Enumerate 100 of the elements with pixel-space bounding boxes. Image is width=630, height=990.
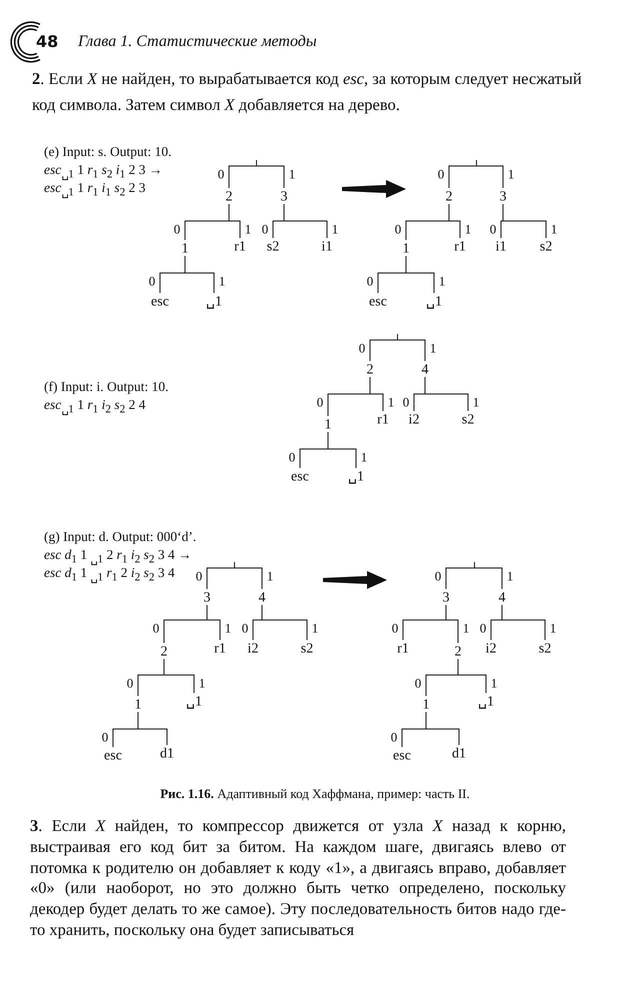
tree-branch <box>206 568 234 590</box>
branch-bit-label: 1 <box>472 396 480 408</box>
tree-branch <box>284 204 328 238</box>
tree-node-label: 2 <box>226 190 232 204</box>
tree-branch <box>328 432 356 468</box>
branch-bit-label: 1 <box>360 450 368 464</box>
root-tick <box>474 562 475 568</box>
page-number: 48 <box>36 32 58 52</box>
tree-node-label: r1 <box>377 412 389 428</box>
branch-bit-label: 0 <box>126 676 134 690</box>
tree-branch <box>426 712 460 746</box>
branch-bit-label: 1 <box>548 622 558 634</box>
paragraph: 3. Если X найден, то компрессор движется от узла X назад к корню, выстраивая его код бит за битом. На каждом шаге, двигаясь влево от потомка к родителю он добавляет к коду «1», а двигаясь вправо, добавляет «0» (или наоборот, но это должно быть четко определено, поскольку декодер будет делать то же самое). Эту последовательность битов надо где-то хранить, поскольку она будет записываться <box>30 816 566 941</box>
tree-node-label: 1 <box>324 418 332 432</box>
tree-node-label: r1 <box>397 642 409 656</box>
tree-branch <box>206 604 220 640</box>
tree-node-label: esc <box>369 294 387 310</box>
running-header: Глава 1. Статистические методы <box>78 32 317 52</box>
tree-branch <box>424 376 468 412</box>
branch-bit-label: 0 <box>358 342 366 354</box>
tree-node-label: 3 <box>204 590 210 606</box>
branch-bit-label: 0 <box>288 450 296 464</box>
branch-bit-label: 0 <box>488 222 498 236</box>
branch-bit-label: 0 <box>100 730 110 744</box>
tree-node-label: ␣1 <box>186 694 202 710</box>
tree-node-label: 4 <box>258 590 266 606</box>
tree-branch <box>396 340 426 362</box>
tree-node-label: d1 <box>160 746 174 762</box>
root-tick <box>234 562 235 568</box>
tree-node-label: 3 <box>442 590 450 606</box>
branch-bit-label: 1 <box>310 622 320 634</box>
root-tick <box>476 160 477 166</box>
branch-bit-label: 1 <box>198 676 206 690</box>
tree-node-label: ␣1 <box>426 294 442 310</box>
tree-node-label: 2 <box>160 644 168 660</box>
branch-bit-label: 0 <box>390 622 400 634</box>
tree-node-label: 4 <box>422 362 428 378</box>
tree-branch <box>256 166 284 188</box>
tree-node-label: s2 <box>462 412 474 428</box>
branch-bit-label: 0 <box>194 570 204 582</box>
tree-node-label: i2 <box>408 412 420 428</box>
tree-node-label: 2 <box>446 190 452 204</box>
branch-bit-label: 1 <box>506 570 514 582</box>
branch-bit-label: 0 <box>316 396 324 408</box>
tree-branch <box>476 166 504 188</box>
branch-bit-label: 1 <box>506 168 516 180</box>
tree-branch <box>234 568 262 590</box>
branch-bit-label: 1 <box>428 342 438 354</box>
branch-bit-label: 0 <box>394 222 402 236</box>
tree-node-label: 3 <box>280 190 288 204</box>
branch-bit-label: 0 <box>172 222 182 236</box>
tree-node-label: esc <box>104 748 122 764</box>
tree-branch <box>446 604 458 644</box>
tree-node-label: r1 <box>234 240 246 254</box>
tree-branch <box>228 166 256 188</box>
branch-bit-label: 1 <box>288 168 296 180</box>
tree-node-label: 1 <box>182 242 188 256</box>
branch-bit-label: 1 <box>462 622 470 634</box>
tree-branch <box>262 604 308 640</box>
panel-caption: (e) Input: s. Output: 10. <box>44 143 172 161</box>
branch-bit-label: 0 <box>148 274 156 288</box>
tree-node-label: i2 <box>248 642 258 656</box>
branch-bit-label: 0 <box>478 622 488 634</box>
tree-node-label: 1 <box>134 698 142 712</box>
tree-node-label: 2 <box>454 644 462 660</box>
code-sequence: esc$_{␣1}$ 1 r$_{1}$ s$_{2}$ i$_{1}$ 2 3 → <box>44 161 162 183</box>
tree-node-label: d1 <box>452 746 466 762</box>
tree-branch <box>228 204 240 238</box>
tree-branch <box>370 376 384 412</box>
tree-branch <box>502 604 546 640</box>
tree-branch <box>406 256 434 294</box>
branch-bit-label: 1 <box>330 222 340 236</box>
tree-node-label: s2 <box>300 642 314 656</box>
tree-branch <box>448 166 476 188</box>
tree-node-label: i2 <box>486 642 496 656</box>
branch-bit-label: 0 <box>216 168 226 180</box>
branch-bit-label: 1 <box>218 274 226 288</box>
tree-node-label: r1 <box>214 642 226 656</box>
branch-bit-label: 0 <box>260 222 270 236</box>
tree-node-label: ␣1 <box>348 470 364 484</box>
tree-node-label: esc <box>393 748 411 764</box>
tree-node-label: 3 <box>500 190 506 204</box>
code-sequence: esc d$_{1}$ 1 $_{␣1}$ r$_{1}$ 2 i$_{2}$ s$_{2}$ 3 4 <box>44 565 175 586</box>
tree-branch <box>448 204 460 238</box>
branch-bit-label: 0 <box>434 570 442 582</box>
panel-caption: (f) Input: i. Output: 10. <box>44 378 168 396</box>
branch-bit-label: 0 <box>390 730 398 744</box>
tree-node-label: ␣1 <box>478 694 494 710</box>
branch-bit-label: 1 <box>464 222 472 236</box>
tree-node-label: s2 <box>266 240 280 254</box>
branch-bit-label: 0 <box>240 622 250 634</box>
tree-node-label: i1 <box>496 240 506 254</box>
branch-bit-label: 1 <box>266 570 274 582</box>
tree-branch <box>502 204 546 238</box>
tree-node-label: 2 <box>366 362 374 378</box>
panel-caption: (g) Input: d. Output: 000‘d’. <box>44 528 196 546</box>
tree-node-label: esc <box>291 470 309 484</box>
branch-bit-label: 0 <box>402 396 410 408</box>
tree-branch <box>446 568 474 590</box>
tree-node-label: ␣1 <box>206 294 222 310</box>
